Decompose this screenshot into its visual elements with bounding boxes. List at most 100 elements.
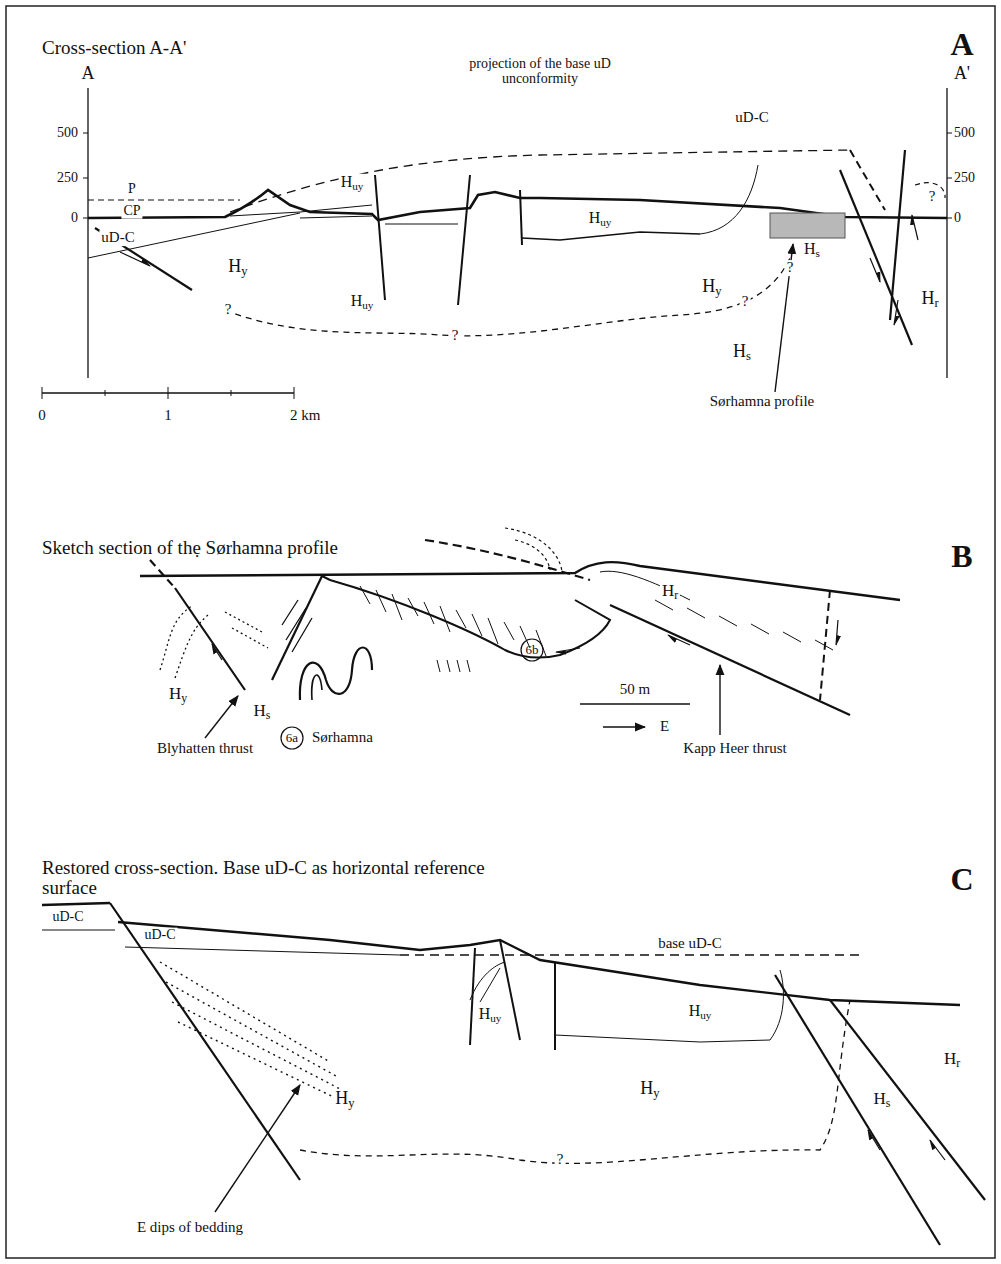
- panel-a-stroke: [88, 213, 300, 258]
- scale-number: 0: [952, 211, 963, 226]
- hatch-strokes-stroke: [472, 614, 482, 636]
- unit-label: Hr: [919, 289, 940, 310]
- panel-a-stroke: [294, 387, 295, 399]
- annotation-label: E: [658, 719, 671, 735]
- panel-b-stroke: [580, 703, 690, 705]
- bedding-dots-stroke: [166, 982, 336, 1076]
- annotation-label: ?: [555, 1152, 566, 1168]
- scale-number: 1: [162, 408, 174, 424]
- panel-b-stroke: [140, 562, 900, 600]
- panel-c-stroke: [554, 962, 556, 1050]
- panel-c-stroke: [830, 1000, 985, 1200]
- hatch-strokes-stroke: [440, 606, 450, 632]
- panel-a-stroke: [522, 232, 700, 240]
- panel-b-stroke: [668, 635, 690, 645]
- annotation-label: Restored cross-section. Base uD-C as hor…: [40, 858, 514, 898]
- annotation-label: uD-C: [142, 928, 177, 943]
- panel-c-stroke: [118, 922, 960, 1005]
- bedding-dots-stroke: [178, 1022, 348, 1104]
- panel-b-stroke: [603, 726, 645, 727]
- panel-a-stroke: [458, 175, 470, 305]
- panel-b-stroke: [282, 600, 312, 652]
- annotation-label: Sørhamna: [310, 730, 375, 746]
- hatch-strokes-stroke: [408, 598, 418, 616]
- unit-label: Huy: [587, 210, 614, 229]
- panel-b-stroke: [300, 648, 372, 701]
- panel-b-stroke: [175, 615, 208, 678]
- panel-c-stroke: [470, 962, 505, 1002]
- panel-letter: C: [948, 863, 975, 897]
- panel-a-stroke: [870, 258, 880, 282]
- scale-number: 2 km: [288, 408, 322, 424]
- panel-b-stroke: [322, 576, 610, 658]
- annotation-label: projection of the base uD unconformity: [451, 57, 630, 86]
- panel-b-stroke: [719, 665, 720, 735]
- panel-b-stroke: [521, 639, 543, 661]
- scale-number: 250: [55, 171, 80, 186]
- hatch-strokes-stroke: [437, 660, 440, 672]
- panel-a-stroke: [225, 258, 790, 336]
- unit-label: Hy: [700, 277, 723, 298]
- unit-label: Hy: [226, 257, 249, 278]
- annotation-label: ?: [223, 302, 234, 318]
- panel-a-stroke: [83, 133, 88, 134]
- panel-b-stroke: [225, 612, 262, 632]
- panel-b-stroke: [425, 540, 590, 580]
- bedding-dots: [160, 962, 348, 1104]
- unit-label: Huy: [687, 1003, 714, 1022]
- panel-b-stroke: [610, 605, 850, 715]
- scale-number: 250: [952, 171, 977, 186]
- annotation-label: A: [80, 64, 97, 83]
- hatch-strokes-stroke: [687, 608, 705, 618]
- panel-c: [42, 903, 985, 1245]
- hatch-strokes-stroke: [488, 618, 498, 644]
- annotation-label: E dips of bedding: [135, 1220, 245, 1236]
- panel-b-stroke: [836, 620, 838, 645]
- panel-b-stroke: [212, 644, 222, 660]
- panel-letter: B: [949, 540, 974, 574]
- annotation-label: A': [952, 64, 972, 83]
- hatch-strokes-stroke: [447, 660, 450, 672]
- bedding-dots-stroke: [172, 1002, 342, 1090]
- panel-a-stroke: [231, 390, 232, 396]
- panel-a-stroke: [42, 387, 43, 399]
- panel-a-stroke: [168, 387, 169, 399]
- annotation-label: ?: [740, 294, 751, 310]
- scale-number: 50 m: [618, 682, 652, 698]
- panel-a-stroke: [894, 300, 898, 325]
- panel-a-stroke: [520, 190, 522, 245]
- unit-label: Hr: [942, 1050, 962, 1069]
- panel-a-stroke: [83, 178, 88, 179]
- panel-a-stroke: [230, 150, 850, 212]
- hatch-strokes: [360, 586, 833, 672]
- hatch-strokes-stroke: [751, 624, 769, 634]
- annotation-label: Cross-section A-A': [40, 38, 188, 58]
- hatch-strokes-stroke: [456, 610, 466, 628]
- panel-a-stroke: [385, 224, 458, 225]
- panel-c-stroke: [555, 970, 783, 1042]
- unit-label: Huy: [349, 293, 376, 312]
- unit-label: Hs: [252, 702, 273, 721]
- panel-a-stroke: [700, 165, 758, 234]
- panel-c-stroke: [110, 903, 300, 1180]
- annotation-label: ?: [785, 260, 796, 276]
- panel-b-stroke: [150, 560, 175, 588]
- unit-label: Hy: [333, 1089, 356, 1110]
- panel-a-stroke: [300, 216, 372, 218]
- scale-number: 0: [69, 211, 80, 226]
- hatch-strokes-stroke: [719, 616, 737, 626]
- annotation-label: Sketch section of thẹ Sørhamna profile: [40, 538, 340, 558]
- panel-c-stroke: [470, 948, 475, 1045]
- annotation-label: Blyhatten thrust: [155, 741, 255, 757]
- panel-a-stroke: [120, 252, 150, 266]
- annotation-label: uD-C: [99, 230, 136, 246]
- annotation-label: uD-C: [50, 910, 85, 925]
- panel-b-stroke: [232, 628, 268, 648]
- annotation-label: ?: [450, 328, 461, 344]
- panel-c-stroke: [868, 1130, 880, 1150]
- panel-a-stroke: [770, 213, 845, 238]
- panel-b: [140, 528, 900, 749]
- panel-a-stroke: [375, 175, 385, 300]
